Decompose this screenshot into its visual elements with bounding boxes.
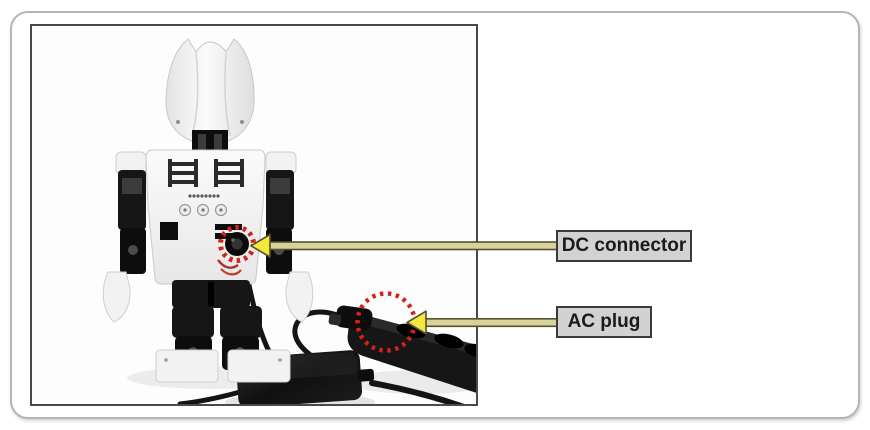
robot-left-foot <box>155 349 219 383</box>
robot-head <box>165 38 255 145</box>
vent-grill-left <box>168 159 198 187</box>
panel-dots <box>188 194 220 198</box>
robot-left-arm <box>102 151 147 323</box>
power-strip <box>347 312 476 393</box>
robot-photo <box>30 24 478 406</box>
ac-plug-label: AC plug <box>556 306 652 338</box>
robot-right-arm <box>265 151 314 323</box>
robot-back-panel <box>145 149 266 285</box>
robot-right-foot <box>227 349 291 383</box>
dc-connector-photo <box>217 232 249 276</box>
dc-connector-label: DC connector <box>556 230 692 262</box>
robot <box>102 38 314 383</box>
robot-scene-illustration <box>102 38 476 404</box>
vent-grill-right <box>214 159 244 187</box>
panel-port <box>160 222 178 240</box>
